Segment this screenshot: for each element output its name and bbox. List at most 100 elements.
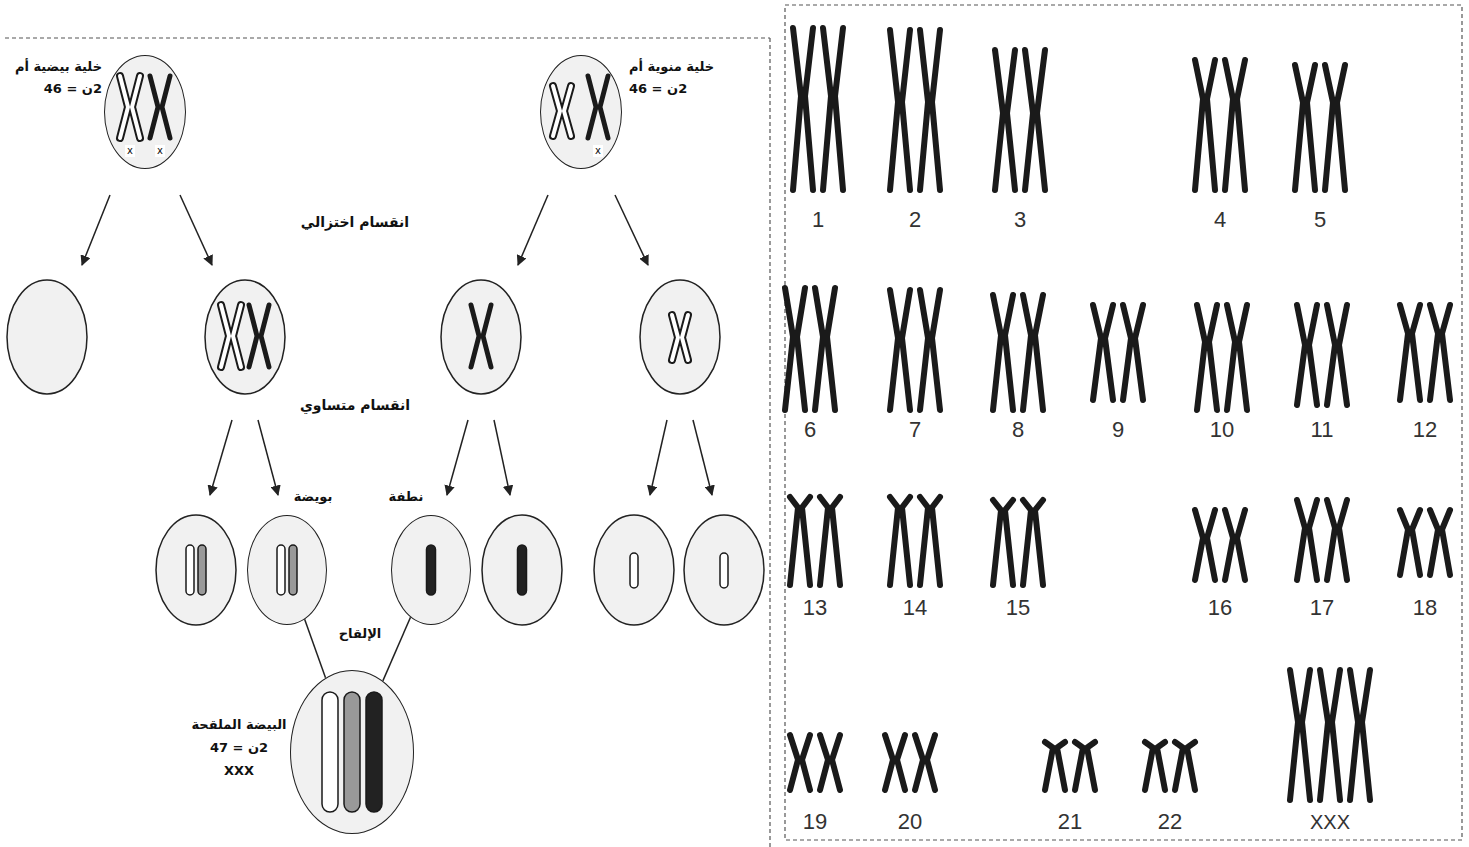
karyotype-chromosome — [1290, 670, 1310, 800]
pair-number: 8 — [1010, 417, 1026, 442]
chromatid — [720, 553, 728, 588]
cell: بويضة — [247, 515, 327, 625]
chromatid — [198, 545, 206, 595]
pair-number: 16 — [1206, 595, 1234, 620]
pair-number: 7 — [907, 417, 923, 442]
karyotype-chromosome — [1320, 670, 1340, 800]
cell — [441, 280, 521, 394]
cell: خلية بيضية أم2ن = 46 — [104, 55, 186, 169]
karyotype-chromosome — [885, 735, 905, 790]
karyotype-chromosome — [820, 497, 840, 585]
sex-chromosome-label: XXX — [1308, 811, 1352, 834]
karyotype-chromosome — [1295, 65, 1315, 190]
x-chromosome — [120, 76, 140, 138]
karyotype-chromosome — [793, 28, 813, 190]
karyotype-chromosome — [993, 295, 1013, 410]
cell-label: XXX — [224, 763, 254, 779]
karyotype-chromosome — [920, 30, 940, 190]
chromosome-mark: x — [155, 145, 165, 157]
pair-number: 5 — [1312, 207, 1328, 232]
cell-label: البيضة الملقحة — [191, 717, 286, 733]
karyotype-chromosome — [1175, 742, 1195, 790]
karyotype-chromosome — [1327, 500, 1347, 580]
pair-number: 20 — [896, 809, 924, 834]
karyotype-chromosome — [790, 497, 810, 585]
pair-number: 2 — [907, 207, 923, 232]
cell-label: 2ن = 46 — [44, 81, 102, 97]
cell — [104, 55, 186, 169]
y-chromosome — [672, 315, 688, 360]
panel-border — [5, 37, 770, 38]
x-chromosome — [249, 305, 269, 367]
cell — [205, 280, 285, 394]
chromatid — [186, 545, 194, 595]
karyotype-chromosome — [1197, 305, 1217, 410]
chromatid — [518, 545, 527, 595]
karyotype-chromosome — [890, 497, 910, 585]
division-arrow — [180, 195, 212, 265]
karyotype-chromosome — [915, 735, 935, 790]
karyotype-chromosome — [1145, 742, 1165, 790]
pair-number: 3 — [1012, 207, 1028, 232]
karyotype-chromosome — [1297, 305, 1317, 405]
cell — [594, 515, 674, 625]
karyotype-chromosome — [823, 28, 843, 190]
pair-number: 14 — [901, 595, 929, 620]
karyotype-chromosome — [1325, 65, 1345, 190]
karyotype-chromosome — [920, 497, 940, 585]
karyotype-chromosome — [1025, 50, 1045, 190]
cell-label: بويضة — [294, 489, 333, 505]
karyotype-chromosome — [1225, 510, 1245, 580]
karyotype-chromosome — [815, 288, 835, 410]
karyotype-chromosome — [1123, 305, 1143, 400]
x-chromosome — [221, 305, 241, 367]
karyotype-chromosome — [1327, 305, 1347, 405]
pair-number: 17 — [1308, 595, 1336, 620]
cell — [391, 515, 471, 625]
karyotype-chromosome — [1430, 305, 1450, 400]
cell — [156, 515, 236, 625]
karyotype-chromosome — [890, 30, 910, 190]
karyotype-chromosome — [1023, 295, 1043, 410]
chromosome-mark: x — [125, 145, 135, 157]
x-chromosome — [471, 305, 491, 367]
karyotype-chromosome — [1195, 510, 1215, 580]
division-arrow — [615, 195, 648, 265]
cell — [7, 280, 87, 394]
karyotype-chromosome — [1195, 60, 1215, 190]
karyotype-chromosome — [1225, 60, 1245, 190]
pair-number: 18 — [1411, 595, 1439, 620]
karyotype-chromosome — [1093, 305, 1113, 400]
karyotype-chromosome — [1400, 510, 1420, 575]
karyotype-chromosome — [890, 290, 910, 410]
y-chromosome — [553, 86, 571, 136]
karyotype-chromosome — [1023, 500, 1043, 585]
division-arrow — [693, 420, 712, 495]
cell: خلية منوية أم2ن = 46 — [540, 55, 622, 169]
division-arrow — [518, 195, 548, 265]
chromatid — [277, 545, 285, 595]
karyotype-chromosome — [820, 735, 840, 790]
karyotype-chromosome — [920, 290, 940, 410]
x-chromosome — [150, 76, 170, 138]
pair-number: 13 — [801, 595, 829, 620]
pair-number: 9 — [1110, 417, 1126, 442]
panel-border — [769, 38, 770, 847]
division-arrow — [258, 420, 278, 495]
pair-number: 11 — [1309, 417, 1336, 442]
cell — [247, 515, 327, 625]
cell: نطفة — [391, 515, 471, 625]
karyotype-chromosome — [993, 500, 1013, 585]
karyotype-chromosome — [790, 735, 810, 790]
chromatid — [289, 545, 297, 595]
cell-label: 2ن = 46 — [629, 81, 687, 97]
chromatid — [427, 545, 436, 595]
y-chromosome — [553, 86, 571, 136]
division-arrow — [447, 420, 468, 495]
division-arrow — [650, 420, 667, 495]
karyotype-chromosome — [785, 288, 805, 410]
cell: البيضة الملقحة2ن = 47XXX — [290, 670, 414, 834]
chromatid — [322, 692, 338, 812]
cell-label: 2ن = 47 — [210, 740, 268, 756]
